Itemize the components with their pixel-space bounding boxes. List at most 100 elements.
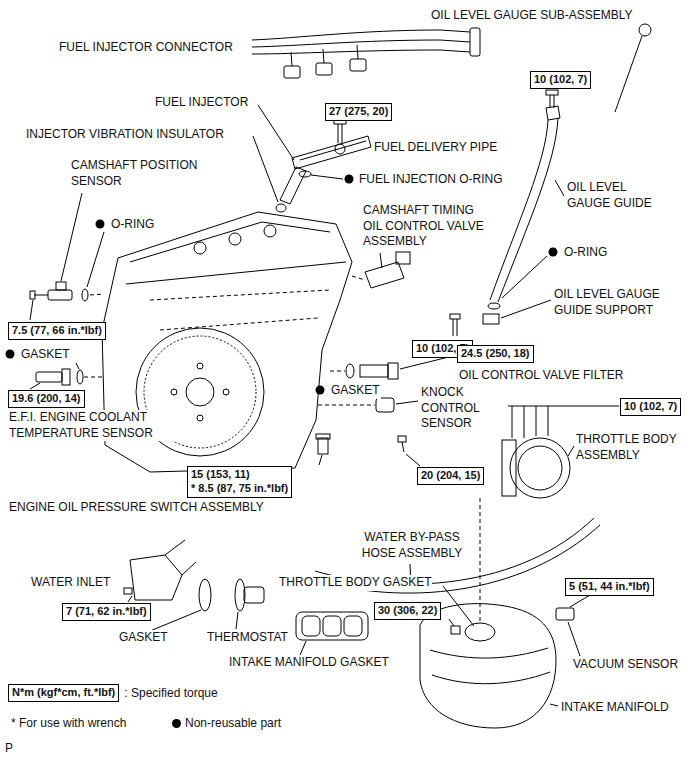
throttle-body-part (518, 446, 562, 490)
part-label: CAMSHAFT TIMING OIL CONTROL VALVE ASSEMB… (362, 203, 496, 250)
part-label: KNOCK CONTROL SENSOR (420, 385, 494, 432)
label-text: FUEL INJECTION O-RING (359, 172, 503, 186)
torque-value: 10 (102, 7) (534, 73, 587, 87)
label-text: WATER BY-PASS HOSE ASSEMBLY (362, 530, 462, 560)
oil-level-gauge-part (555, 180, 564, 196)
non-reusable-dots-part (345, 175, 354, 184)
label-text: KNOCK CONTROL SENSOR (421, 385, 479, 430)
torque-value: 19.6 (200, 14) (12, 392, 81, 406)
engine-block-part (197, 363, 203, 369)
fuel-injector-part (258, 105, 294, 160)
torque-value: 30 (306, 22) (378, 604, 437, 618)
camshaft-position-sensor-part (61, 193, 82, 281)
fuel-injector-part (253, 136, 278, 202)
throttle-body-part (512, 406, 548, 438)
engine-block-part (229, 233, 241, 245)
torque-value: 7 (71, 62 in.*lbf) (66, 605, 147, 619)
part-label: GASKET (118, 630, 169, 646)
legend-text: Non-reusable part (185, 716, 281, 730)
camshaft-position-sensor-part (30, 300, 33, 320)
oil-level-gauge-part (498, 118, 558, 302)
throttle-body-part (508, 406, 619, 407)
oil-level-gauge-part (450, 314, 460, 319)
oil-pressure-switch-part (316, 434, 330, 439)
label-text: E.F.I. ENGINE COOLANT TEMPERATURE SENSOR (9, 410, 153, 440)
torque-value: N*m (kgf*cm, ft.*lbf) (12, 686, 115, 700)
label-text: INJECTOR VIBRATION INSULATOR (26, 127, 224, 141)
torque-value: 7.5 (77, 66 in.*lbf) (12, 324, 102, 338)
oil-level-gauge-part (550, 95, 554, 108)
fuel-injector-part (299, 171, 311, 177)
intake-manifold-gasket-part (323, 616, 341, 636)
fuel-delivery-pipe-part (335, 144, 345, 154)
vacuum-sensor-part (568, 622, 580, 656)
camshaft-position-sensor-part (90, 294, 104, 295)
coolant-temperature-sensor-part (84, 377, 103, 378)
fuel-delivery-pipe (292, 118, 371, 169)
part-label: VACUUM SENSOR (572, 657, 679, 673)
intake-manifold-part (465, 623, 495, 641)
torque-box: 24.5 (250, 18) (457, 345, 534, 363)
part-label: GASKET (330, 383, 381, 399)
fuel-delivery-pipe-part (338, 124, 342, 143)
intake-manifold-gasket-part (302, 616, 320, 636)
part-label: OIL LEVEL GAUGE GUIDE SUPPORT (553, 287, 687, 318)
coolant-temperature-sensor-part (62, 369, 70, 385)
part-label: CAMSHAFT POSITION SENSOR (70, 158, 222, 189)
oil-control-valve (330, 252, 457, 379)
oil-level-gauge-part (490, 120, 548, 300)
oil-control-valve-part (330, 371, 345, 372)
coolant-temperature-sensor-part (36, 372, 62, 382)
intake-manifold-part (432, 672, 550, 684)
non-reusable-dots-part (6, 350, 15, 359)
non-reusable-dots (6, 175, 558, 395)
label-text: FUEL INJECTOR (155, 95, 248, 109)
non-reusable-dots-part (549, 248, 558, 257)
oil-control-valve-part (346, 364, 354, 378)
knock-control-sensor-part (318, 405, 375, 406)
part-label: WATER INLET (30, 575, 111, 591)
label-text: OIL LEVEL GAUGE GUIDE SUPPORT (554, 287, 660, 317)
fuel-injector-part (311, 175, 343, 179)
label-text: FUEL INJECTOR CONNECTOR (59, 40, 233, 54)
oil-level-gauge-part (488, 303, 500, 309)
water-inlet-thermostat-part (244, 587, 264, 603)
engine-block-part (194, 242, 206, 254)
label-text: THERMOSTAT (207, 630, 288, 644)
part-label: GASKET (20, 347, 71, 363)
fuel-injector-part (276, 204, 286, 212)
camshaft-position-sensor-part (82, 289, 88, 301)
water-inlet-thermostat-part (128, 596, 132, 602)
fuel-injector-connector-part (357, 45, 358, 59)
intake-manifold-part (449, 619, 454, 626)
part-label: THROTTLE BODY ASSEMBLY (575, 432, 687, 463)
fuel-injector-connector-part (323, 49, 324, 63)
knock-control-sensor-part (402, 442, 404, 452)
torque-value: 5 (51, 44 in.*lbf) (569, 580, 650, 594)
torque-box: 10 (102, 7) (620, 398, 681, 416)
torque-value: 27 (275, 20) (329, 105, 388, 119)
label-text: THROTTLE BODY GASKET (279, 575, 431, 589)
label-text: OIL CONTROL VALVE FILTER (459, 368, 623, 382)
part-label: ENGINE OIL PRESSURE SWITCH ASSEMBLY (8, 500, 265, 516)
fuel-injector (253, 105, 343, 212)
part-label: FUEL INJECTOR (154, 95, 249, 111)
intake-manifold-part (451, 626, 460, 634)
label-text: FUEL DELIVERY PIPE (374, 140, 497, 154)
oil-pressure-switch-part (318, 438, 328, 454)
oil-level-gauge-part (546, 106, 560, 120)
engine-block-part (186, 378, 214, 406)
engine-block-part (130, 222, 330, 262)
label-text: O-RING (564, 245, 607, 259)
label-text: GASKET (119, 630, 168, 644)
coolant-temperature-sensor-part (30, 383, 40, 389)
intake-manifold-part (550, 704, 558, 706)
part-label: : Specified torque (123, 686, 218, 702)
torque-box: 5 (51, 44 in.*lbf) (565, 578, 654, 596)
intake-manifold-part (430, 648, 548, 658)
engine-block-part (126, 262, 346, 284)
fuel-injector-part (280, 167, 306, 204)
non-reusable-dots-part (96, 220, 105, 229)
oil-control-valve-part (388, 363, 398, 379)
torque-box: N*m (kgf*cm, ft.*lbf) (8, 684, 119, 702)
